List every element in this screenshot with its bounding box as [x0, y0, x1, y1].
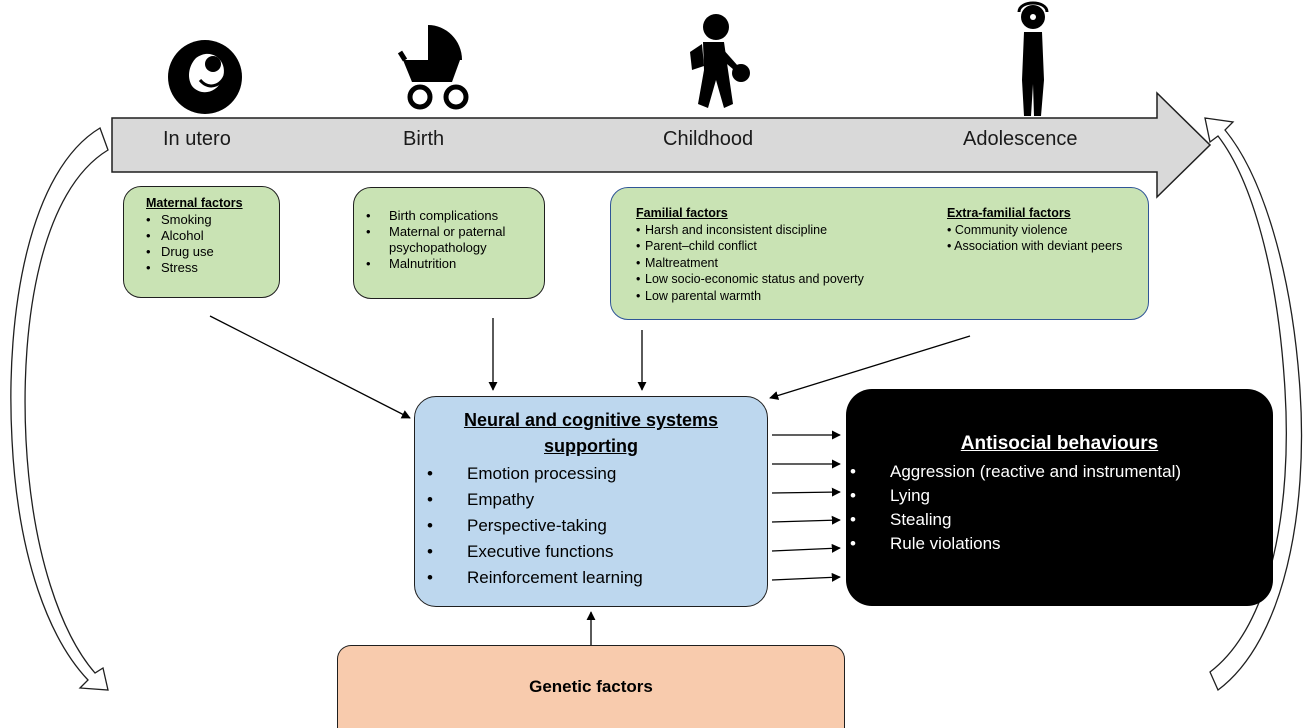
list-item: Emotion processing [415, 461, 767, 487]
list-item: •Parent–child conflict [636, 239, 757, 253]
extra-familial-factors-list: • Community violence • Association with … [947, 222, 1137, 255]
teen-with-headphones-icon [1017, 1, 1049, 116]
list-item: •Low socio-economic status and poverty [636, 272, 864, 286]
neural-cognitive-box: Neural and cognitive systems supporting … [414, 396, 768, 607]
birth-factors-list: •Birth complications •Maternal or patern… [366, 208, 538, 272]
list-item: •Low parental warmth [636, 288, 762, 303]
familial-factors-list: •Harsh and inconsistent discipline •Pare… [636, 222, 936, 305]
child-with-ball-icon [690, 14, 750, 108]
list-item: •Smoking [146, 212, 212, 227]
list-item: • Association with deviant peers [947, 239, 1123, 253]
arrow-neural-to-antisocial-3 [771, 487, 841, 497]
familial-column: Familial factors •Harsh and inconsistent… [636, 205, 936, 304]
birth-factors-box: •Birth complications •Maternal or patern… [353, 187, 545, 299]
genetic-factors-box: Genetic factors [337, 645, 845, 728]
list-item: •Maltreatment [636, 255, 718, 270]
list-item: Perspective-taking [415, 513, 767, 539]
extra-familial-column: Extra-familial factors • Community viole… [947, 205, 1137, 255]
list-item: Aggression (reactive and instrumental) [838, 460, 1273, 484]
list-item: •Birth complications [366, 208, 499, 223]
arrow-neural-to-antisocial-5 [771, 543, 841, 553]
extra-familial-factors-title: Extra-familial factors [947, 206, 1071, 220]
stage-label-birth: Birth [403, 128, 445, 150]
familial-factors-title: Familial factors [636, 206, 728, 220]
maternal-factors-list: •Smoking •Alcohol •Drug use •Stress [146, 212, 279, 276]
list-item: Executive functions [415, 539, 767, 565]
list-item: Empathy [415, 487, 767, 513]
left-curved-arrow [10, 127, 109, 691]
list-item: Reinforcement learning [415, 565, 767, 591]
arrow-neural-to-antisocial-6 [771, 572, 841, 582]
list-item: •Alcohol [146, 228, 204, 243]
neural-cognitive-list: Emotion processing Empathy Perspective-t… [415, 461, 767, 591]
fetus-icon [168, 40, 242, 114]
antisocial-behaviours-list: Aggression (reactive and instrumental) L… [838, 460, 1273, 556]
familial-factors-box: Familial factors •Harsh and inconsistent… [610, 187, 1149, 320]
arrow-neural-to-antisocial-4 [771, 515, 841, 525]
stage-label-in-utero: In utero [163, 128, 231, 150]
maternal-factors-box: Maternal factors •Smoking •Alcohol •Drug… [123, 186, 280, 298]
arrow-extrafamilial-to-neural [769, 335, 971, 400]
maternal-factors-title: Maternal factors [146, 196, 243, 210]
list-item: Lying [838, 484, 1273, 508]
list-item: Stealing [838, 508, 1273, 532]
stage-label-childhood: Childhood [663, 128, 754, 150]
stage-label-adolescence: Adolescence [963, 128, 1078, 150]
pram-icon [397, 25, 469, 110]
list-item: •Harsh and inconsistent discipline [636, 222, 828, 237]
list-item: Rule violations [838, 532, 1273, 556]
list-item: • Community violence [947, 222, 1068, 237]
arrow-maternal-to-neural [209, 315, 411, 419]
neural-cognitive-title: Neural and cognitive systems supporting [463, 410, 719, 456]
antisocial-behaviours-title: Antisocial behaviours [960, 433, 1159, 454]
list-item: •Stress [146, 260, 198, 275]
list-item: •Malnutrition [366, 256, 457, 271]
right-curved-arrow [1204, 117, 1303, 692]
timeline-arrow [111, 91, 1212, 199]
list-item: •Maternal or paternal psychopathology [366, 224, 506, 255]
antisocial-behaviours-box: Antisocial behaviours Aggression (reacti… [846, 389, 1273, 606]
genetic-factors-label: Genetic factors [529, 677, 653, 696]
list-item: •Drug use [146, 244, 214, 259]
